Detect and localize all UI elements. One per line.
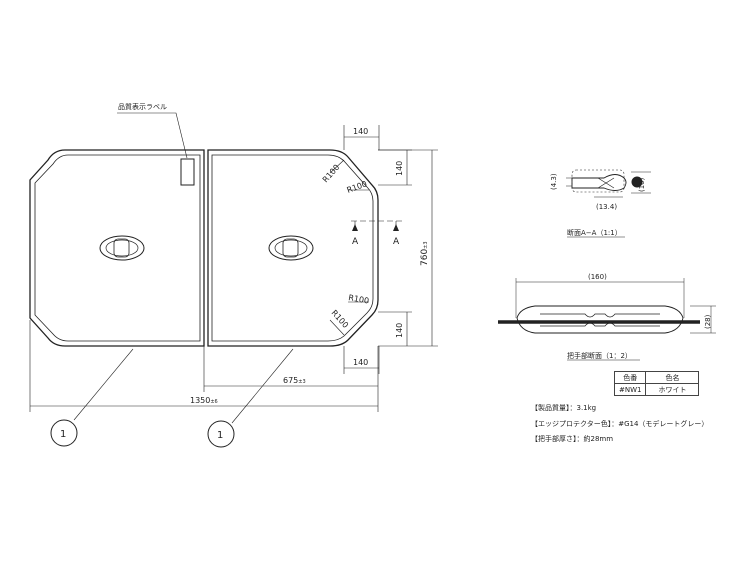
- r100-label-1: R100: [321, 163, 342, 185]
- right-panel-outline: [207, 149, 379, 347]
- section-aa-caption: 断面A−A（1:1）: [567, 228, 622, 237]
- section-a-right-label: A: [393, 237, 400, 247]
- right-handle: [268, 235, 314, 261]
- spec-weight: 【製品質量】：3.1kg: [531, 404, 597, 412]
- r100-label-4: R100: [330, 308, 351, 330]
- section-aa-dim-134: (13.4): [596, 203, 617, 211]
- section-aa-dim-10: (10): [638, 177, 646, 192]
- r100-label-3: R100: [348, 293, 370, 305]
- left-handle: [99, 235, 145, 261]
- handle-dim-160: (160): [588, 273, 607, 281]
- callout-number-1: 1: [60, 429, 66, 440]
- r100-label-2: R100: [346, 179, 369, 195]
- section-aa-drawing: [566, 169, 651, 198]
- color-table-cell-code: #NW1: [613, 383, 647, 396]
- dim-bottom-140: 140: [353, 358, 368, 367]
- section-aa-dim-43: (4.3): [550, 173, 558, 190]
- dim-675: 675±3: [283, 376, 306, 385]
- callout-circle-2: [207, 420, 235, 448]
- spec-handle-thickness: 【把手部厚さ】：約28mm: [531, 435, 614, 443]
- color-table: 色番 色名 #NW1 ホワイト: [613, 371, 700, 396]
- handle-dim-28: (28): [704, 314, 712, 329]
- dim-right-140-bottom: 140: [395, 323, 404, 338]
- dim-1350: 1350±6: [190, 396, 218, 405]
- callout-number-2: 1: [217, 430, 223, 441]
- handle-section-drawing: [498, 278, 716, 334]
- color-table-header-name: 色名: [645, 371, 700, 384]
- color-table-cell-name: ホワイト: [645, 383, 700, 396]
- dim-top-140: 140: [353, 127, 368, 136]
- quality-label-text: 品質表示ラベル: [118, 102, 167, 111]
- dim-right-140-top: 140: [395, 161, 404, 176]
- handle-section-caption: 把手部断面（1：2）: [567, 351, 632, 360]
- left-panel-outline: [29, 149, 205, 347]
- color-table-header-code: 色番: [613, 371, 647, 384]
- quality-label-box: [180, 158, 195, 186]
- section-a-left-label: A: [352, 237, 359, 247]
- spec-edge-color: 【エッジプロテクター色】：#G14（モデレートグレー）: [531, 420, 709, 428]
- dim-760: 760±3: [420, 241, 430, 266]
- callout-circle-1: [50, 419, 78, 447]
